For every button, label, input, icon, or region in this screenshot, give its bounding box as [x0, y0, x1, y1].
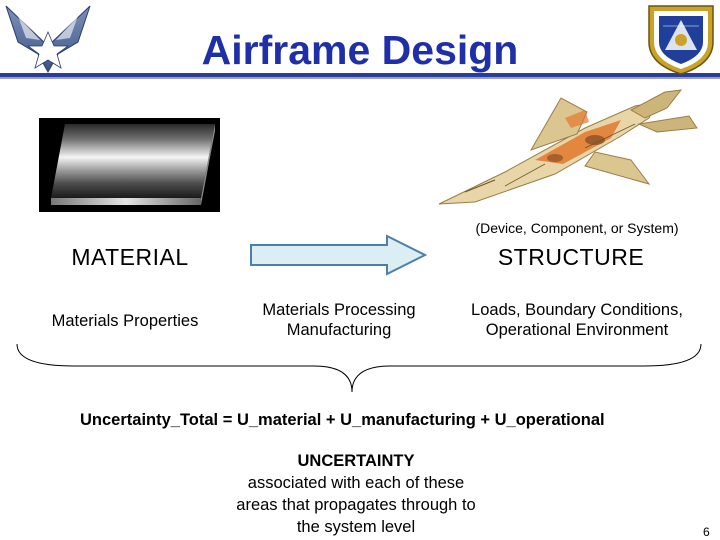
loads-conditions-text: Loads, Boundary Conditions, Operational …: [448, 300, 706, 340]
air-force-logo-icon: [5, 5, 91, 74]
afrl-shield-icon: [648, 5, 714, 75]
metal-plate-image-icon: [39, 118, 220, 212]
loads-conditions-line2: Operational Environment: [485, 321, 669, 339]
materials-properties-text: Materials Properties: [51, 312, 199, 330]
structure-caption: (Device, Component, or System): [475, 220, 679, 236]
uncertainty-heading: UNCERTAINTY: [297, 452, 415, 470]
title-divider-shadow: [0, 77, 720, 79]
uncertainty-description: UNCERTAINTY associated with each of thes…: [212, 450, 500, 538]
material-label: MATERIAL: [71, 244, 189, 270]
uncertainty-line2: associated with each of these: [247, 474, 465, 492]
fighter-jet-cutaway-image-icon: [438, 89, 698, 205]
materials-processing-line1: Materials Processing: [262, 301, 416, 319]
curly-brace-icon: [16, 343, 702, 393]
uncertainty-line3: areas that propagates through to: [236, 496, 476, 514]
loads-conditions-line1: Loads, Boundary Conditions,: [471, 301, 683, 319]
uncertainty-line4: the system level: [296, 518, 416, 536]
structure-label: STRUCTURE: [497, 244, 645, 270]
uncertainty-formula: Uncertainty_Total = U_material + U_manuf…: [80, 411, 605, 429]
materials-processing-line2: Manufacturing: [286, 321, 392, 339]
right-arrow-icon: [250, 234, 428, 276]
page-number: 6: [703, 525, 710, 539]
title-divider: [0, 73, 720, 77]
page-title: Airframe Design: [201, 27, 519, 73]
materials-processing-text: Materials Processing Manufacturing: [238, 300, 440, 340]
